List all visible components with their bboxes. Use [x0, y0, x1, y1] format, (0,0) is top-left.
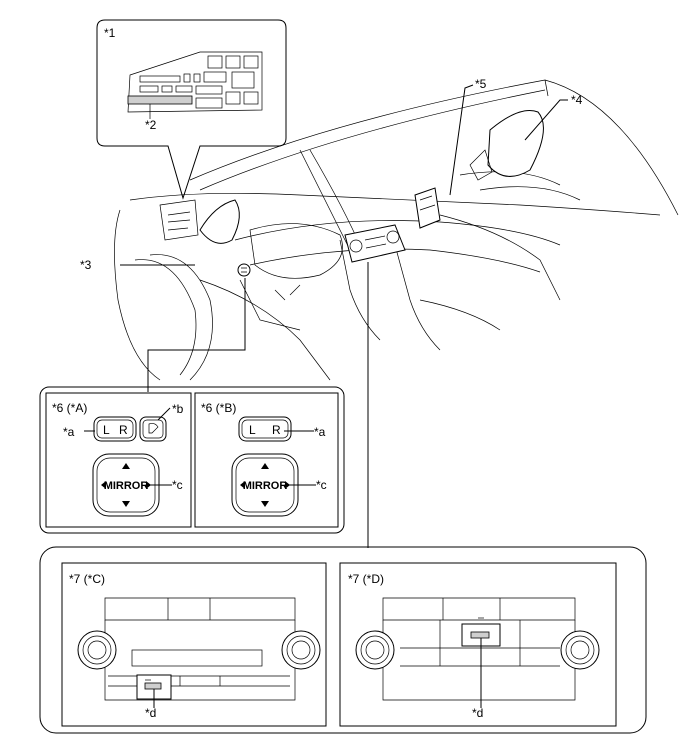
callout-5-label: *5 — [475, 77, 487, 91]
arrow-up-icon — [261, 463, 269, 469]
heater-switch-icon — [355, 597, 600, 701]
panel-6a-mirror-label: MIRROR — [104, 480, 149, 492]
mirror-switch-icon — [237, 263, 251, 277]
arrow-down-icon — [122, 501, 130, 507]
panel-7d: *7 (*D) *d — [339, 562, 617, 727]
arrow-right-icon — [285, 481, 290, 489]
arrow-left-icon — [240, 481, 245, 489]
mirror-switch-group: *6 (*A) L R *a *b MIRROR *c — [39, 386, 345, 534]
panel-6a-ref-a: *a — [63, 425, 75, 439]
heater-switch-icon — [77, 597, 321, 701]
outer-mirror-icon — [469, 110, 544, 181]
panel-7d-title: *7 (*D) — [348, 572, 384, 586]
panel-7c-title: *7 (*C) — [69, 572, 105, 586]
arrow-left-icon — [101, 481, 106, 489]
leader-6 — [147, 278, 246, 392]
callout-2-label: *2 — [145, 118, 157, 132]
panel-6a: *6 (*A) L R *a *b MIRROR *c — [45, 392, 192, 528]
arrow-down-icon — [261, 501, 269, 507]
arrow-up-icon — [122, 463, 130, 469]
panel-7d-ref-d: *d — [472, 706, 483, 720]
panel-7c-ref-d: *d — [145, 706, 156, 720]
panel-7c: *7 (*C) *d — [61, 562, 327, 727]
panel-6b-btn-r: R — [272, 423, 281, 437]
panel-6b: *6 (*B) L R *a MIRROR *c — [194, 392, 339, 528]
callout-4-label: *4 — [571, 93, 583, 107]
callout-1-label: *1 — [104, 26, 116, 40]
leader-4 — [524, 99, 568, 141]
panel-6a-ref-b: *b — [172, 402, 184, 416]
panel-6b-title: *6 (*B) — [201, 401, 236, 415]
panel-6b-ref-a: *a — [314, 425, 326, 439]
vehicle-interior-drawing — [114, 79, 679, 381]
callout-3-label: *3 — [80, 258, 92, 272]
panel-6a-title: *6 (*A) — [52, 401, 87, 415]
heater-control-group: *7 (*C) *d — [39, 546, 647, 734]
panel-6a-ref-c: *c — [172, 478, 183, 492]
ecu-icon — [414, 187, 441, 229]
panel-6a-btn-r: R — [119, 423, 128, 437]
leader-5 — [449, 84, 474, 196]
fuse-block-callout: *1 *2 — [96, 19, 287, 200]
mirror-fold-icon — [148, 423, 159, 434]
panel-6a-btn-l: L — [103, 423, 110, 437]
panel-6b-btn-l: L — [249, 423, 256, 437]
panel-6b-ref-c: *c — [316, 478, 327, 492]
center-panel-icon — [344, 224, 406, 263]
fuse-box-icon — [127, 51, 263, 113]
inner-mirror-icon — [159, 199, 240, 244]
panel-6b-mirror-label: MIRROR — [243, 480, 288, 492]
